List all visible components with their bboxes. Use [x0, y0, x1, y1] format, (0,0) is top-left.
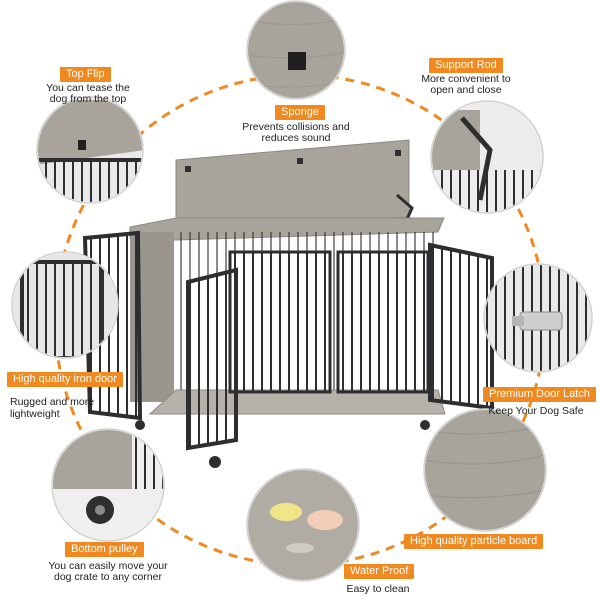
- support-rod-label: Support Rod: [429, 58, 503, 73]
- bottom-pulley-desc-1: You can easily move your: [48, 560, 168, 572]
- casters: [135, 420, 430, 468]
- iron-door-desc-2: lightweight: [10, 408, 60, 420]
- door-latch-detail-photo: [483, 263, 593, 373]
- support-rod-desc-2: open and close: [430, 84, 502, 96]
- particle-board-detail-photo: [423, 408, 547, 532]
- crate-top-lid: [175, 139, 410, 232]
- top-flip-label: Top Flip: [60, 67, 111, 82]
- support-rod-desc-1: More convenient to: [421, 73, 511, 85]
- sponge-detail-photo: [246, 0, 346, 100]
- side-door-open: [428, 242, 494, 411]
- iron-door-label: High quality iron door: [7, 372, 123, 387]
- sponge-label: Sponge: [275, 105, 325, 120]
- door-latch-label: Premium Door Latch: [483, 387, 596, 402]
- bottom-pulley-label: Bottom pulley: [65, 542, 144, 557]
- door-latch-desc-1: Keep Your Dog Safe: [488, 405, 584, 417]
- water-proof-label: Water Proof: [344, 564, 415, 579]
- right-side-panel: [336, 250, 430, 394]
- top-flip-desc-1: You can tease the: [46, 82, 130, 94]
- bottom-pulley-desc-2: dog crate to any corner: [54, 571, 162, 583]
- water-proof-detail-photo: [246, 468, 360, 582]
- front-right-door: [186, 267, 238, 451]
- sponge-desc-2: reduces sound: [261, 132, 331, 144]
- bottom-pulley-detail-photo: [51, 428, 165, 542]
- iron-door-desc-1: Rugged and more: [10, 396, 95, 408]
- iron-door-detail-photo: [11, 251, 119, 359]
- particle-board-label: High quality particle board: [404, 534, 544, 549]
- water-proof-desc-1: Easy to clean: [346, 583, 410, 595]
- support-rod-detail-photo: [430, 100, 544, 214]
- sponge-desc-1: Prevents collisions and: [242, 121, 350, 133]
- front-iron-panel: [228, 250, 332, 394]
- dog-crate-product: [82, 139, 494, 468]
- top-flip-detail-photo: [36, 96, 144, 204]
- top-flip-desc-2: dog from the top: [49, 93, 127, 105]
